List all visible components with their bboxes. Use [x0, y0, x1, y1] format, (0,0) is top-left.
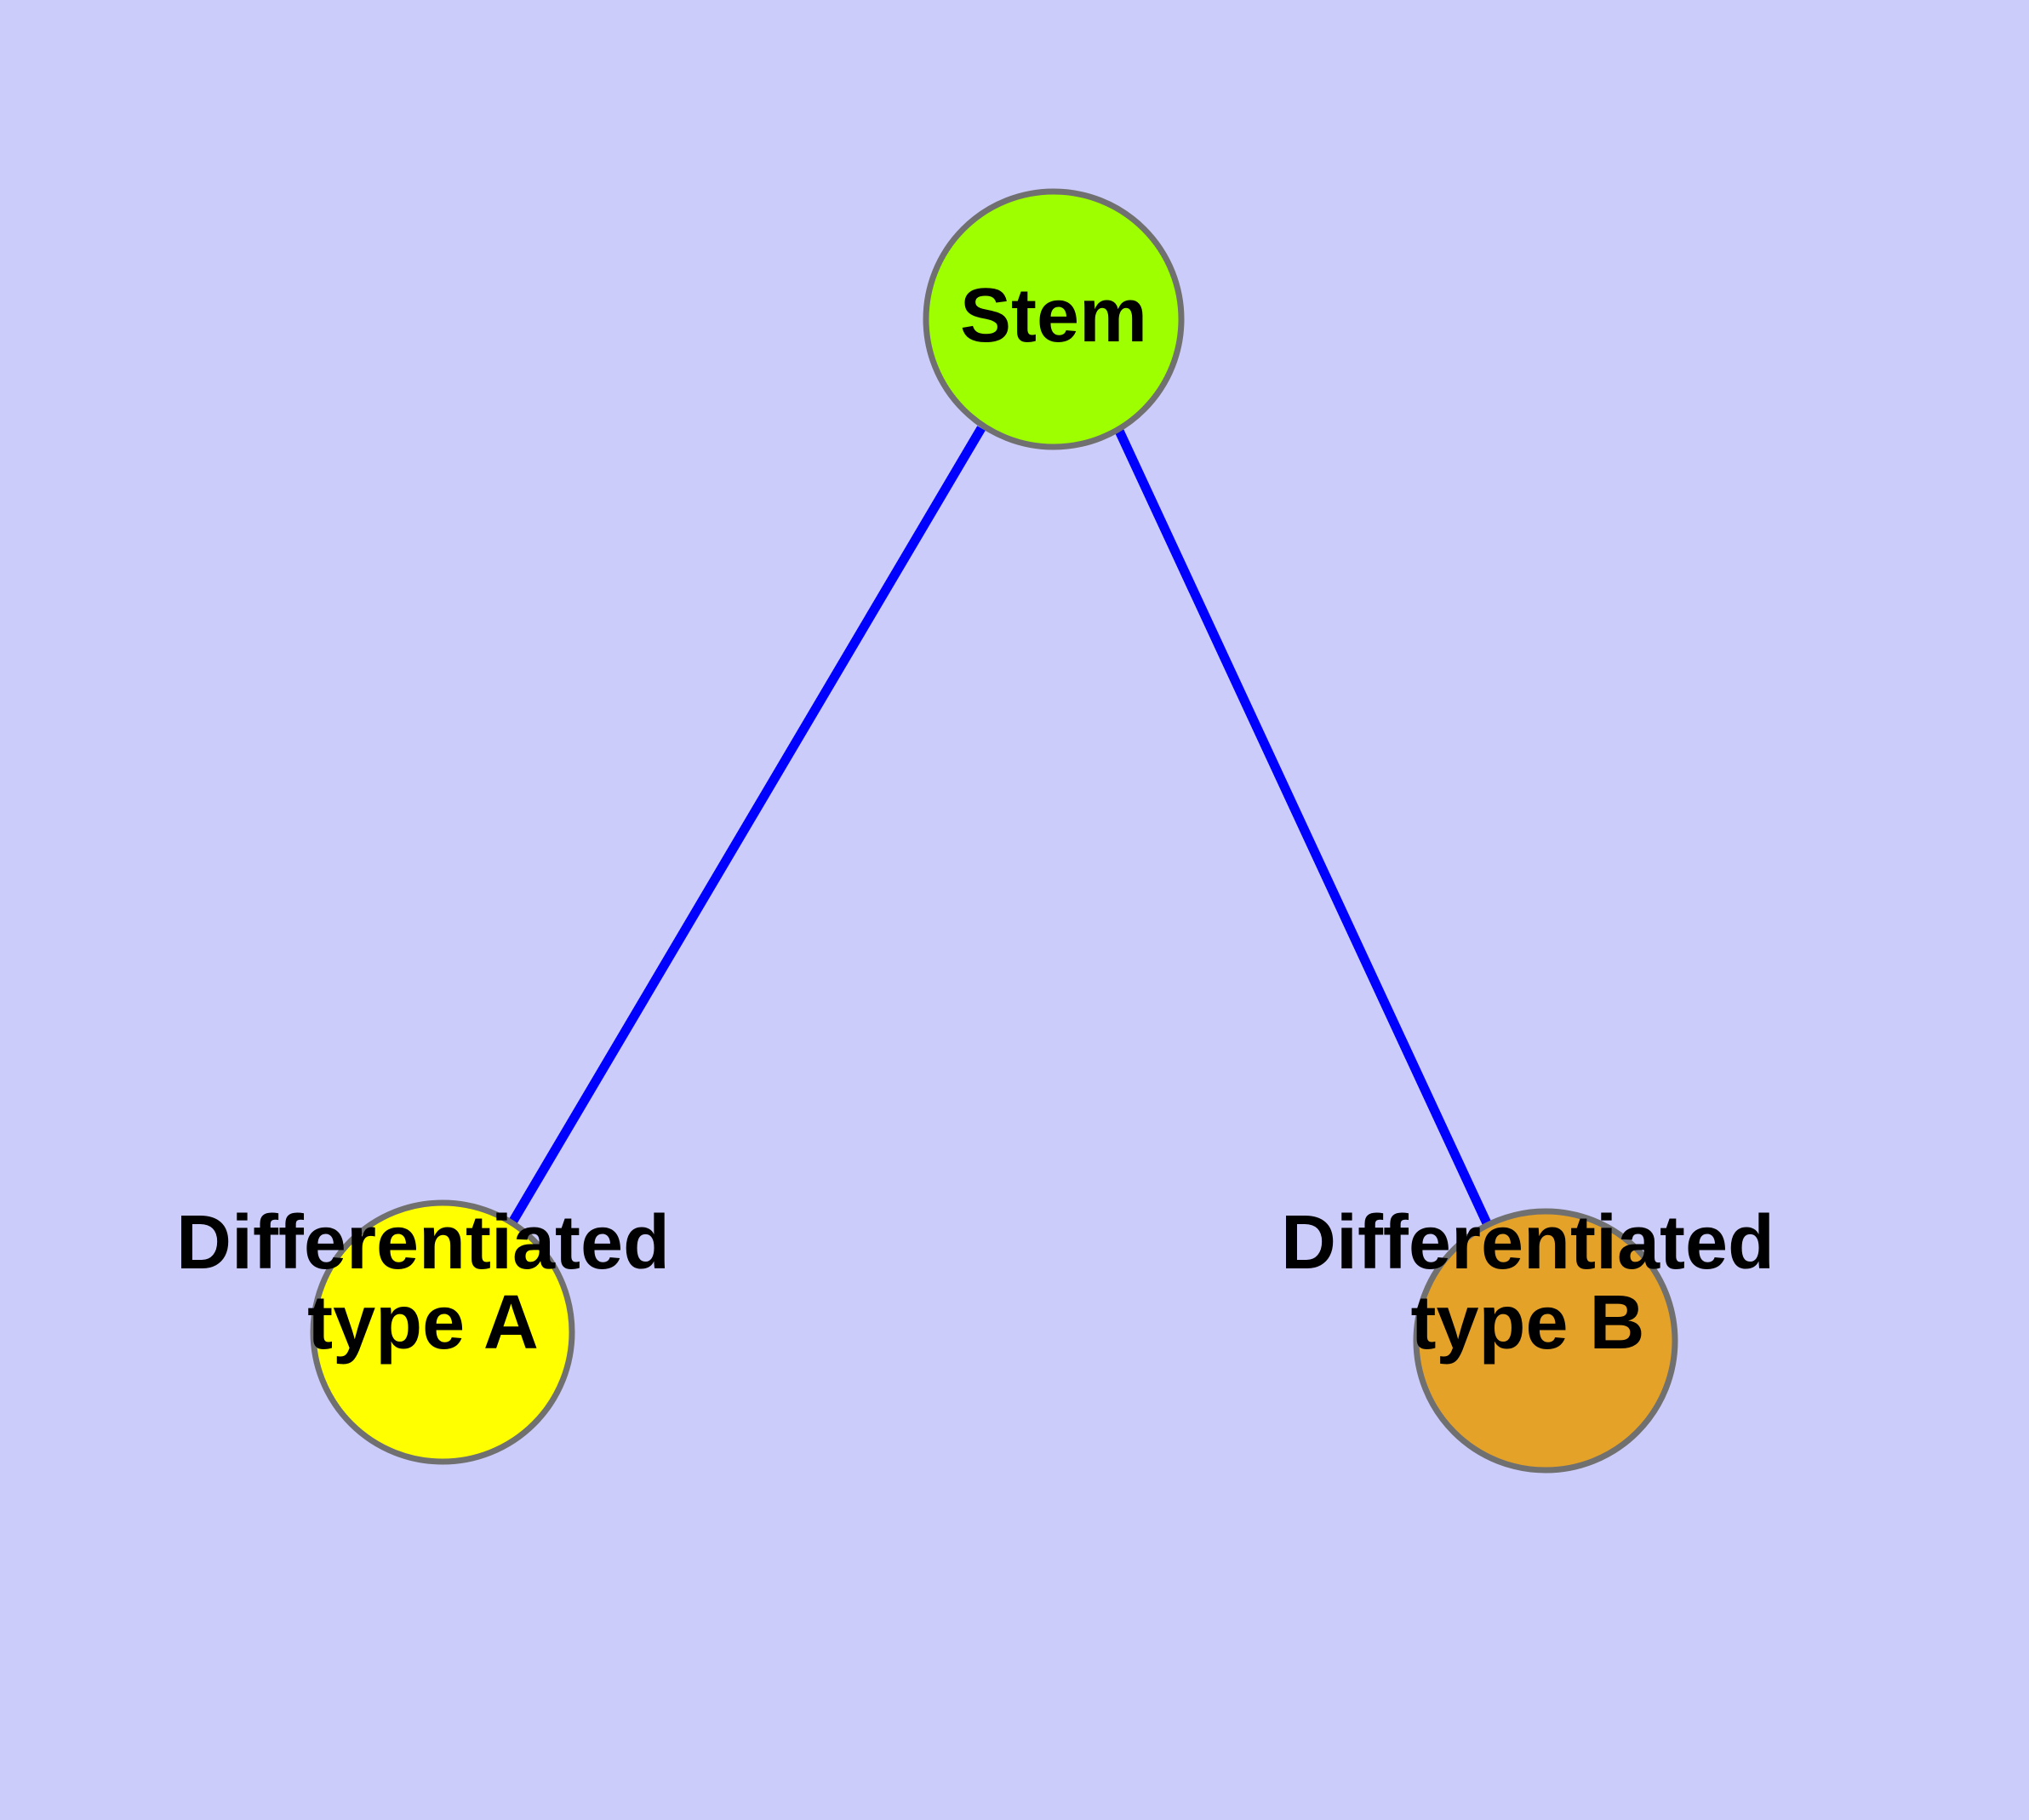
node-stem-circle[interactable]: [923, 188, 1185, 450]
node-stem[interactable]: [923, 188, 1185, 450]
nodes-layer: [310, 188, 1678, 1474]
edges-layer: [508, 426, 1491, 1226]
node-differentiated-type-a-circle[interactable]: [310, 1199, 575, 1465]
node-differentiated-type-b[interactable]: [1413, 1208, 1678, 1474]
edge-stem-to-differentiated-type-a: [508, 426, 986, 1225]
node-differentiated-type-b-circle[interactable]: [1413, 1208, 1678, 1474]
edge-stem-to-differentiated-type-b: [1115, 428, 1491, 1226]
node-differentiated-type-a[interactable]: [310, 1199, 575, 1465]
